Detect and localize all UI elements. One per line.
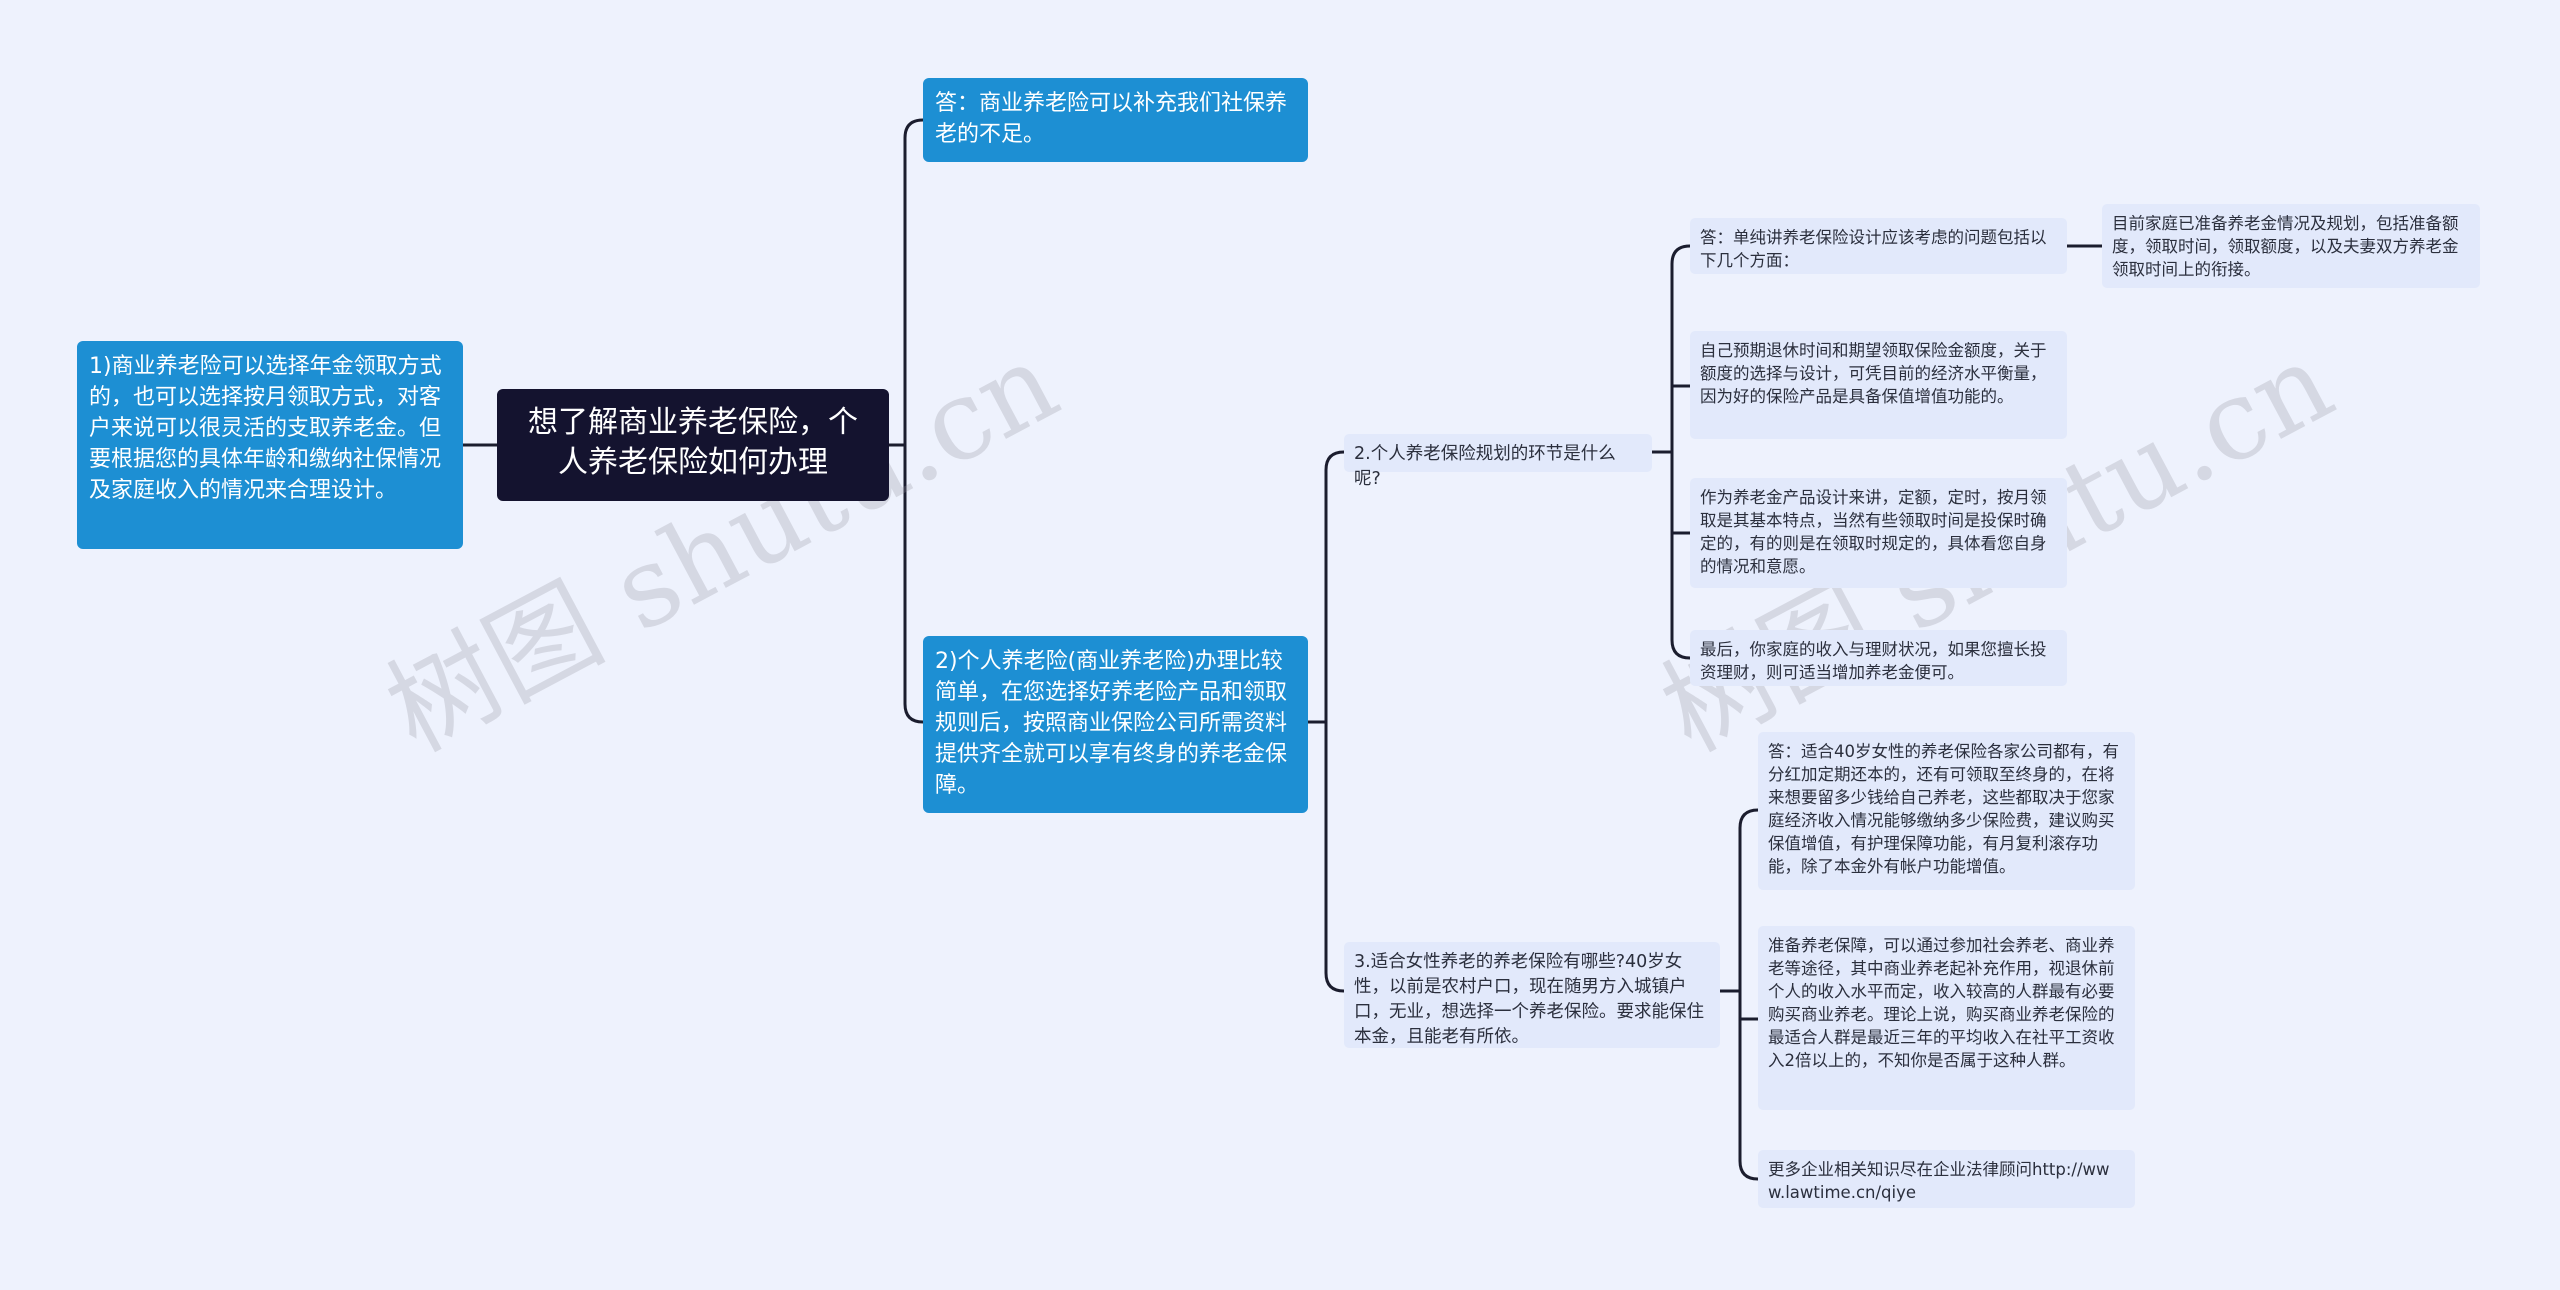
q2-item-node[interactable]: 作为养老金产品设计来讲，定额，定时，按月领取是其基本特点，当然有些领取时间是投保… [1690, 478, 2067, 588]
q2-item-node[interactable]: 最后，你家庭的收入与理财状况，如果您擅长投资理财，则可适当增加养老金便可。 [1690, 630, 2067, 686]
q2-sub-node[interactable]: 目前家庭已准备养老金情况及规划，包括准备额度，领取时间，领取额度，以及夫妻双方养… [2102, 204, 2480, 288]
q2-node[interactable]: 2.个人养老保险规划的环节是什么呢? [1344, 434, 1652, 489]
root-node[interactable]: 想了解商业养老保险，个人养老保险如何办理 [497, 389, 889, 501]
q3-node[interactable]: 3.适合女性养老的养老保险有哪些?40岁女性，以前是农村户口，现在随男方入城镇户… [1344, 942, 1720, 1048]
answer-node[interactable]: 答：商业养老险可以补充我们社保养老的不足。 [923, 78, 1308, 162]
connector-bracket-branch2 [1324, 450, 1346, 993]
connector-bracket-q3 [1738, 808, 1760, 1181]
connector-bracket-q2 [1670, 244, 1692, 660]
q3-item-node[interactable]: 答：适合40岁女性的养老保险各家公司都有，有分红加定期还本的，还有可领取至终身的… [1758, 732, 2135, 890]
left-node[interactable]: 1)商业养老险可以选择年金领取方式的，也可以选择按月领取方式，对客户来说可以很灵… [77, 341, 463, 549]
q2-item-node[interactable]: 答：单纯讲养老保险设计应该考虑的问题包括以下几个方面： [1690, 218, 2067, 274]
q2-item-node[interactable]: 自己预期退休时间和期望领取保险金额度，关于额度的选择与设计，可凭目前的经济水平衡… [1690, 331, 2067, 439]
connector-bracket-main [903, 118, 925, 724]
q3-item-node[interactable]: 准备养老保障，可以通过参加社会养老、商业养老等途径，其中商业养老起补充作用，视退… [1758, 926, 2135, 1110]
branch2-node[interactable]: 2)个人养老险(商业养老险)办理比较简单，在您选择好养老险产品和领取规则后，按照… [923, 636, 1308, 813]
q3-item-node[interactable]: 更多企业相关知识尽在企业法律顾问http://www.lawtime.cn/qi… [1758, 1150, 2135, 1208]
